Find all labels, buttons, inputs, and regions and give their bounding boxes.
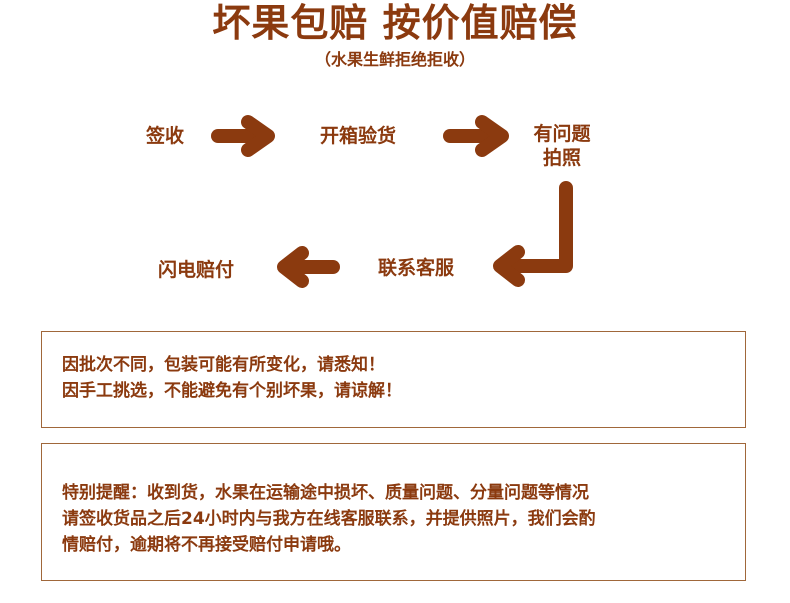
step-photo: 有问题 拍照 — [522, 122, 602, 170]
notice-box-reminder: 特别提醒：收到货，水果在运输途中损坏、质量问题、分量问题等情况 请签收货品之后2… — [41, 443, 746, 581]
step-photo-line1: 有问题 — [533, 123, 591, 145]
arrow-left-icon — [277, 246, 340, 288]
notice-line: 特别提醒：收到货，水果在运输途中损坏、质量问题、分量问题等情况 — [62, 483, 589, 503]
page-title: 坏果包赔 按价值赔偿 — [212, 1, 578, 45]
step-photo-line2: 拍照 — [542, 147, 581, 169]
notice-box-batch: 因批次不同，包装可能有所变化，请悉知！ 因手工挑选，不能避免有个别坏果，请谅解！ — [41, 331, 746, 428]
step-sign: 签收 — [146, 125, 185, 147]
notice-line: 因批次不同，包装可能有所变化，请悉知！ — [62, 355, 385, 375]
step-inspect: 开箱验货 — [320, 125, 397, 147]
step-contact: 联系客服 — [378, 257, 455, 279]
page-subtitle: （水果生鲜拒绝拒收） — [314, 50, 475, 69]
arrow-down-left-icon — [493, 181, 573, 287]
notice-line: 情赔付，逾期将不再接受赔付申请哦。 — [62, 535, 351, 555]
step-compensate: 闪电赔付 — [158, 259, 235, 281]
arrow-right-icon — [443, 115, 509, 157]
notice-line: 请签收货品之后24小时内与我方在线客服联系，并提供照片，我们会酌 — [62, 509, 596, 529]
notice-line: 因手工挑选，不能避免有个别坏果，请谅解！ — [62, 381, 402, 401]
arrow-right-icon — [211, 115, 275, 157]
